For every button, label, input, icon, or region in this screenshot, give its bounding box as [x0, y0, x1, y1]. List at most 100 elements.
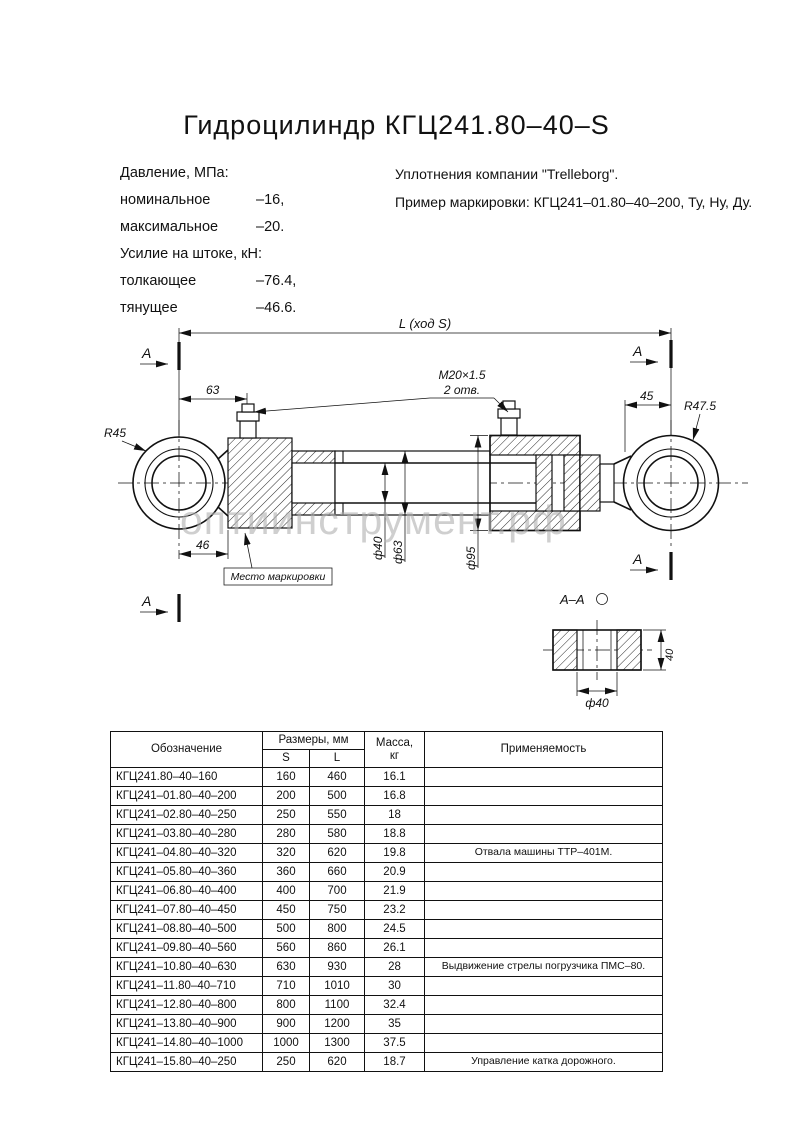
push-label: толкающее: [120, 273, 197, 289]
section-marks: А А А А: [140, 340, 673, 622]
cell-designation: КГЦ241–13.80–40–900: [110, 1014, 263, 1034]
right-eye: [622, 434, 720, 532]
section-letter-bottom-right: А: [632, 551, 642, 567]
cell-application: [424, 767, 663, 787]
cell-mass: 16.8: [364, 786, 425, 806]
cell-l: 860: [309, 938, 365, 958]
cell-designation: КГЦ241–04.80–40–320: [110, 843, 263, 863]
specs-block-left: Давление, МПа: номинальное –16, максимал…: [120, 160, 380, 322]
dim-45-label: 45: [640, 389, 654, 403]
page-title: Гидроцилиндр КГЦ241.80–40–S: [183, 110, 610, 141]
gland-block: [291, 450, 336, 516]
cell-mass: 24.5: [364, 919, 425, 939]
cell-l: 660: [309, 862, 365, 882]
cell-mass: 21.9: [364, 881, 425, 901]
section-width-label: 40: [664, 648, 676, 661]
header-mass-line1: Масса,: [375, 737, 414, 750]
marking-place-label: Место маркировки: [231, 571, 326, 583]
cell-designation: КГЦ241.80–40–160: [110, 767, 263, 787]
sizes-table: Обозначение Размеры, мм Масса, кг Примен…: [110, 731, 663, 1072]
cell-mass: 32.4: [364, 995, 425, 1015]
d63-label: ф63: [391, 540, 405, 564]
cell-l: 750: [309, 900, 365, 920]
port-callout: M20×1.5 2 отв.: [253, 368, 509, 415]
cell-s: 200: [262, 786, 310, 806]
cell-l: 1300: [309, 1033, 365, 1053]
cell-designation: КГЦ241–03.80–40–280: [110, 824, 263, 844]
d40-label: ф40: [371, 536, 385, 560]
cell-application: [424, 976, 663, 996]
dim-d63: ф63: [391, 451, 409, 564]
cell-designation: КГЦ241–08.80–40–500: [110, 919, 263, 939]
cell-application: [424, 1033, 663, 1053]
pressure-heading: Давление, МПа:: [120, 165, 229, 181]
cell-s: 450: [262, 900, 310, 920]
cylinder-drawing: L (ход S) А А А А: [104, 316, 748, 710]
table-header: Обозначение Размеры, мм Масса, кг Примен…: [110, 731, 663, 768]
cell-designation: КГЦ241–10.80–40–630: [110, 957, 263, 977]
header-mass-line2: кг: [389, 749, 400, 762]
cell-application: [424, 881, 663, 901]
cell-l: 580: [309, 824, 365, 844]
right-retainer: [579, 454, 632, 512]
pull-label: тянущее: [120, 300, 178, 316]
r45-label: R45: [104, 426, 126, 440]
dim-45: 45: [624, 389, 671, 452]
cell-s: 250: [262, 1052, 310, 1072]
force-heading: Усилие на штоке, кН:: [120, 246, 262, 262]
cell-mass: 37.5: [364, 1033, 425, 1053]
radius-callouts: R45 R47.5: [104, 399, 716, 452]
header-mass: Масса, кг: [364, 731, 425, 768]
cell-designation: КГЦ241–15.80–40–250: [110, 1052, 263, 1072]
cell-s: 630: [262, 957, 310, 977]
cell-application: [424, 786, 663, 806]
cell-application: [424, 919, 663, 939]
rod-head-block: [227, 403, 293, 529]
cell-designation: КГЦ241–02.80–40–250: [110, 805, 263, 825]
cell-s: 160: [262, 767, 310, 787]
cell-mass: 18.8: [364, 824, 425, 844]
header-application: Применяемость: [424, 731, 663, 768]
section-letter-top-right: А: [632, 343, 642, 359]
cell-application: Отвала машины ТТР–401М.: [424, 843, 663, 863]
cell-designation: КГЦ241–14.80–40–1000: [110, 1033, 263, 1053]
m20-label: M20×1.5: [438, 368, 485, 382]
cell-designation: КГЦ241–11.80–40–710: [110, 976, 263, 996]
header-designation: Обозначение: [110, 731, 263, 768]
left-eye: [132, 436, 229, 530]
cell-s: 320: [262, 843, 310, 863]
cell-mass: 18: [364, 805, 425, 825]
cell-designation: КГЦ241–05.80–40–360: [110, 862, 263, 882]
max-value: –20.: [256, 219, 285, 235]
cell-mass: 30: [364, 976, 425, 996]
dim-l-label: L (ход S): [399, 316, 451, 331]
section-hole-label: ф40: [585, 696, 609, 710]
header-s: S: [262, 749, 310, 768]
cell-application: [424, 900, 663, 920]
cylinder-rear-block: [489, 400, 581, 532]
section-view-title: А–А: [559, 592, 585, 607]
cell-l: 620: [309, 1052, 365, 1072]
d95-label: ф95: [464, 546, 478, 570]
header-sizes: Размеры, мм: [262, 731, 365, 750]
cell-designation: КГЦ241–01.80–40–200: [110, 786, 263, 806]
cell-designation: КГЦ241–09.80–40–560: [110, 938, 263, 958]
force-values: толкающее –76.4, тянущее –46.6.: [120, 268, 380, 322]
cell-application: [424, 862, 663, 882]
dim-d40: ф40: [371, 463, 389, 560]
